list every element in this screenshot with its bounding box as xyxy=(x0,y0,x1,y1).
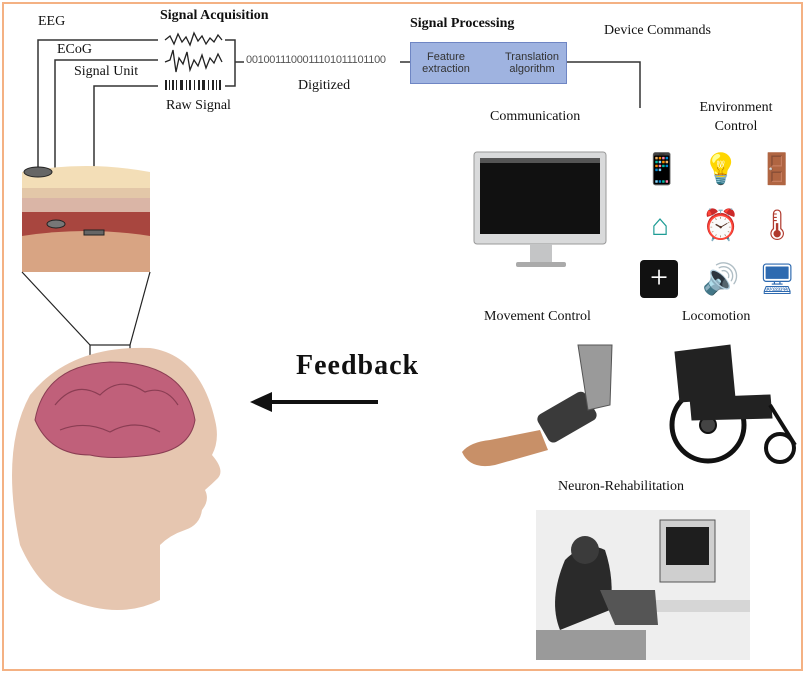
translation-algorithm-label: Translation algorithm xyxy=(504,51,559,75)
environment-control-label: Environment Control xyxy=(699,100,773,134)
communication-label: Communication xyxy=(490,109,581,124)
eeg-line xyxy=(37,39,158,168)
speaker-icon: 🔊 xyxy=(702,263,740,296)
remote-control-icon: 📱 xyxy=(643,153,681,186)
eeg-label: EEG xyxy=(38,14,66,29)
ecog-label: ECoG xyxy=(57,42,92,57)
digitized-label: Digitized xyxy=(298,78,351,93)
head-illustration xyxy=(12,347,221,610)
prosthetic-arm xyxy=(462,344,613,467)
light-bulb-icon: 💡 xyxy=(702,153,740,186)
feature-extraction-label: Feature extraction xyxy=(422,51,470,75)
signal-processing-box: Feature extraction Translation algorithm xyxy=(410,42,567,84)
binary-stream: 0010011100011101011101100 xyxy=(246,54,386,66)
acquisition-bracket xyxy=(225,39,244,87)
communication-monitor xyxy=(473,151,607,267)
skin-cross-section xyxy=(22,166,150,272)
device-commands-label: Device Commands xyxy=(604,23,711,38)
computer-icon: 🖥 xyxy=(757,263,797,296)
feedback-arrow xyxy=(250,392,378,412)
feedback-label: Feedback xyxy=(296,350,420,381)
locomotion-label: Locomotion xyxy=(682,309,751,324)
raw-signal-label: Raw Signal xyxy=(166,98,231,113)
door-icon: 🚪 xyxy=(758,153,796,186)
signal-unit-label: Signal Unit xyxy=(74,64,139,79)
alarm-clock-icon: ⏰ xyxy=(702,209,740,242)
movement-control-label: Movement Control xyxy=(484,309,591,324)
medical-cross-icon: + xyxy=(640,260,678,298)
wheelchair xyxy=(669,344,797,464)
spike-train xyxy=(165,80,221,90)
signal-acquisition-title: Signal Acquisition xyxy=(160,8,269,23)
neuron-rehabilitation-label: Neuron-Rehabilitation xyxy=(558,479,684,494)
rehabilitation-photo xyxy=(536,510,750,660)
raw-signal-waves xyxy=(164,31,223,73)
commands-connector xyxy=(567,61,641,108)
signal-processing-title: Signal Processing xyxy=(410,16,515,31)
house-icon: ⌂ xyxy=(650,209,669,242)
thermometer-icon: 🌡 xyxy=(757,209,797,242)
